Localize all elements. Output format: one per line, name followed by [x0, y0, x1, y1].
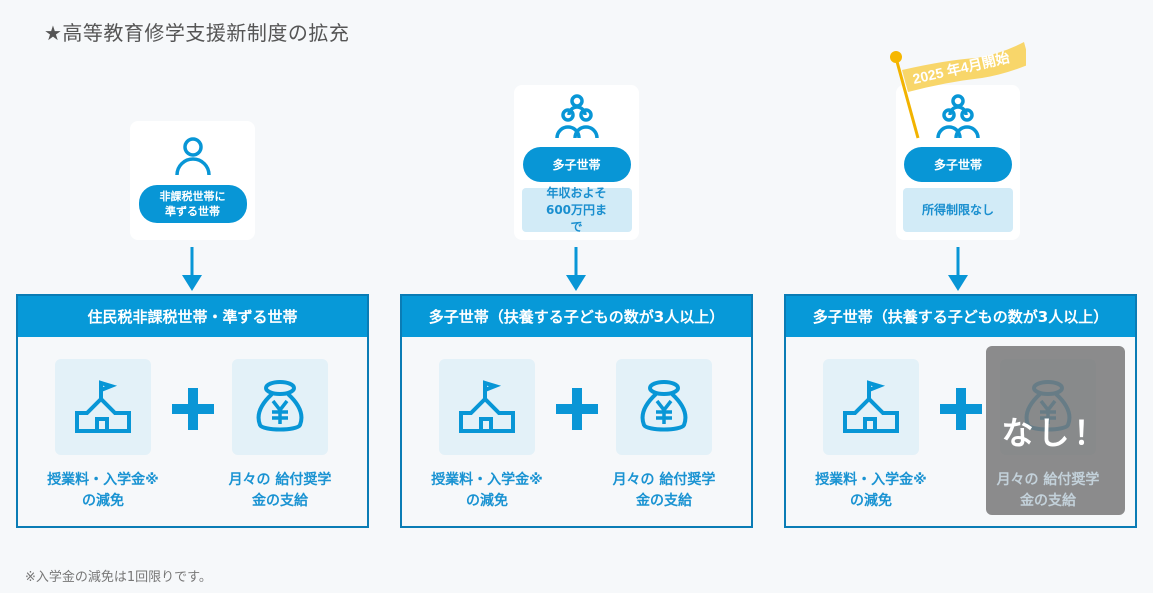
tuition-label: 授業料・入学金※ の減免 [815, 472, 927, 509]
family-icon [554, 94, 599, 139]
school-icon [75, 380, 131, 433]
arrow-down-icon [182, 247, 202, 291]
tuition-label: 授業料・入学金※ の減免 [47, 472, 159, 509]
income-limit: 年収およそ 600万円まで [521, 186, 632, 234]
flag-text: 2025 年4月開始 [911, 49, 1011, 87]
card-pill: 多子世帯 [522, 147, 631, 182]
arrow-down-icon [566, 247, 586, 291]
scholarship-label: 月々の 給付奨学金の支給 [612, 472, 716, 509]
support-box-2: 多子世帯（扶養する子どもの数が3人以上） 授業料・入学金※ の減免 月々の 給付… [400, 294, 753, 528]
card-multi-child-income: 多子世帯 年収およそ 600万円まで [514, 85, 639, 240]
scholarship-label: 月々の 給付奨学金の支給 [996, 472, 1100, 509]
school-tile [823, 359, 919, 455]
money-tile [616, 359, 712, 455]
school-tile [439, 359, 535, 455]
footnote: ※入学金の減免は1回限りです。 [25, 570, 212, 585]
plus-icon [940, 388, 982, 430]
not-available-overlay: なし！ [986, 346, 1125, 515]
person-icon [174, 137, 211, 176]
school-tile [55, 359, 151, 455]
box-header: 住民税非課税世帯・準ずる世帯 [18, 296, 367, 337]
support-box-1: 住民税非課税世帯・準ずる世帯 授業料・入学金※ の減免 月々の 給付奨学金の支給 [16, 294, 369, 528]
school-icon [843, 380, 899, 433]
box-header: 多子世帯（扶養する子どもの数が3人以上） [786, 296, 1135, 337]
plus-icon [556, 388, 598, 430]
page-title: ★高等教育修学支援新制度の拡充 [44, 21, 350, 45]
card-pill: 非課税世帯に 準ずる世帯 [138, 185, 247, 223]
card-pill: 多子世帯 [904, 147, 1012, 182]
school-icon [459, 380, 515, 433]
support-box-3: 多子世帯（扶養する子どもの数が3人以上） 授業料・入学金※ の減免 なし！ 月々… [784, 294, 1137, 528]
yen-bag-icon [256, 380, 304, 432]
card-multi-child-no-limit: 多子世帯 所得制限なし [896, 85, 1020, 240]
family-icon [936, 94, 980, 139]
box-header: 多子世帯（扶養する子どもの数が3人以上） [402, 296, 751, 337]
card-low-income: 非課税世帯に 準ずる世帯 [130, 121, 255, 240]
tuition-label: 授業料・入学金※ の減免 [431, 472, 543, 509]
plus-icon [172, 388, 214, 430]
money-tile [232, 359, 328, 455]
scholarship-label: 月々の 給付奨学金の支給 [228, 472, 332, 509]
flag-icon: 2025 年4月開始 [890, 42, 1026, 139]
income-limit: 所得制限なし [903, 188, 1013, 232]
arrow-down-icon [948, 247, 968, 291]
yen-bag-icon [640, 380, 688, 432]
